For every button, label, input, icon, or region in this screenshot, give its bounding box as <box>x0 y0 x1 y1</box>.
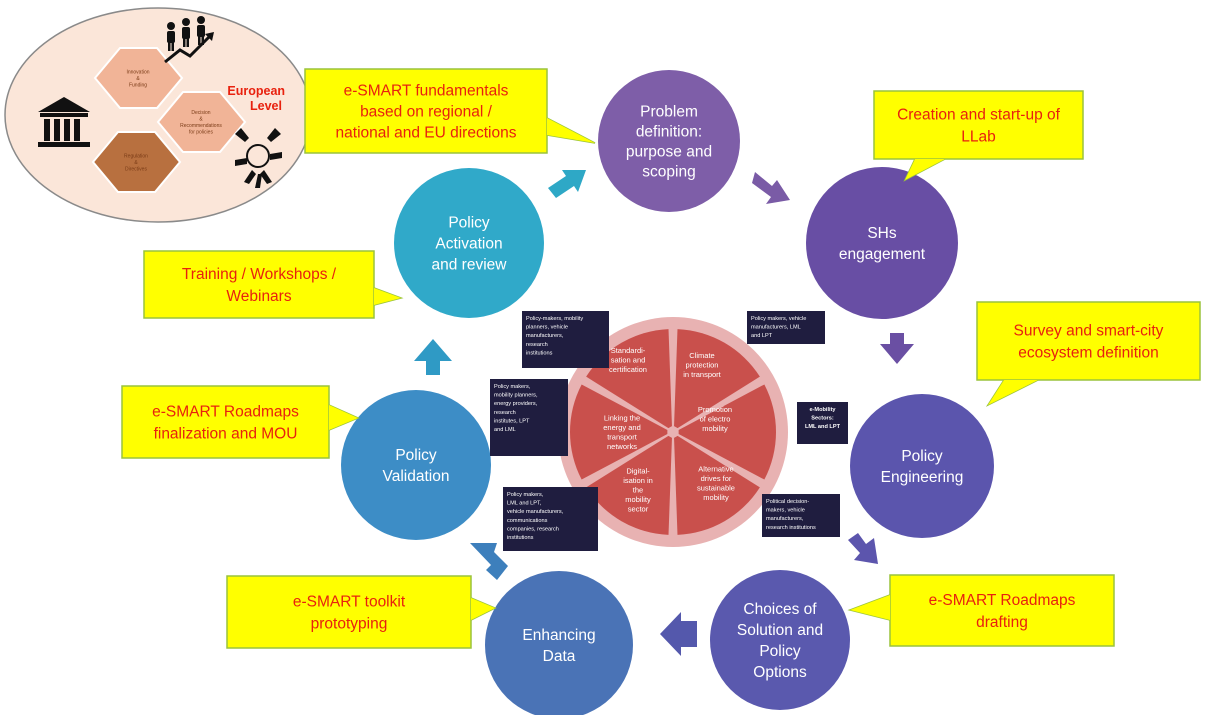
hex-innovation-label: Innovation&Funding <box>126 69 149 88</box>
arrow-engineering-to-choices <box>848 533 878 564</box>
hands-icon <box>235 128 282 188</box>
callout-llab <box>873 90 1084 160</box>
arrow-enhancing-to-validation <box>470 543 508 580</box>
european-level-label: European Level <box>227 84 288 113</box>
callout-training <box>143 250 375 319</box>
box-bottom-right <box>762 494 840 537</box>
step-circle-choices <box>710 570 850 710</box>
flow-arrows <box>414 170 914 656</box>
callout-pointer-fill-roadmaps-final <box>329 405 358 430</box>
step-circle-enhancing <box>485 571 633 715</box>
hex-decision <box>156 91 247 153</box>
hex-regulation-label: Regulation&Directives <box>124 153 148 172</box>
box-bottom-left <box>503 487 598 551</box>
arrow-choices-to-enhancing <box>660 612 697 656</box>
box-top-right <box>747 311 825 344</box>
pie-segment-climate <box>674 329 760 429</box>
hex-regulation <box>91 131 182 193</box>
step-circle-engineering <box>850 394 994 538</box>
box-right <box>797 402 848 444</box>
people-growth-icon <box>164 16 214 64</box>
callout-survey <box>976 301 1201 381</box>
callout-pointer-fill-toolkit <box>471 598 495 620</box>
institution-icon <box>38 97 90 147</box>
hex-innovation <box>93 47 184 109</box>
box-bottom-left-text: Policy makers,LML and LPT,vehicle manufa… <box>507 492 564 541</box>
step-circle-activation <box>394 168 544 318</box>
callout-text-training: Training / Workshops /Webinars <box>182 266 337 305</box>
callout-pointer-fill-roadmaps-draft <box>850 595 890 620</box>
hex-label-2: Regulation&Directives <box>124 153 148 172</box>
arrow-validation-to-activation <box>414 339 452 375</box>
callout-pointer-fill-fundamentals <box>547 118 595 143</box>
arrow-problem-to-shs <box>752 172 790 204</box>
box-top-left <box>522 311 609 368</box>
arrow-shs-to-engineering <box>880 333 914 364</box>
box-left <box>490 379 568 456</box>
arrow-activation-to-problem <box>548 170 586 198</box>
pie-segment-digitalisation <box>586 435 672 535</box>
pie-segment-alternative <box>674 435 760 535</box>
box-left-text: Policy makers,mobility planners,energy p… <box>494 384 538 433</box>
callout-roadmaps-final <box>121 385 330 459</box>
callout-pointer-fill-survey <box>988 380 1038 405</box>
callout-pointer-fill-llab <box>905 159 945 180</box>
step-circle-validation <box>341 390 491 540</box>
pie-segment-linking <box>570 384 668 480</box>
hex-label-0: Innovation&Funding <box>126 69 149 88</box>
callout-pointer-fill-training <box>374 288 401 305</box>
step-circle-problem <box>598 70 740 212</box>
step-circle-shs <box>806 167 958 319</box>
european-level-panel: Innovation&Funding Decision&Recommendati… <box>4 7 312 223</box>
callout-roadmaps-draft <box>889 574 1115 647</box>
callout-toolkit <box>226 575 472 649</box>
pie-segment-promotion <box>678 384 777 480</box>
callout-fundamentals <box>304 68 548 154</box>
